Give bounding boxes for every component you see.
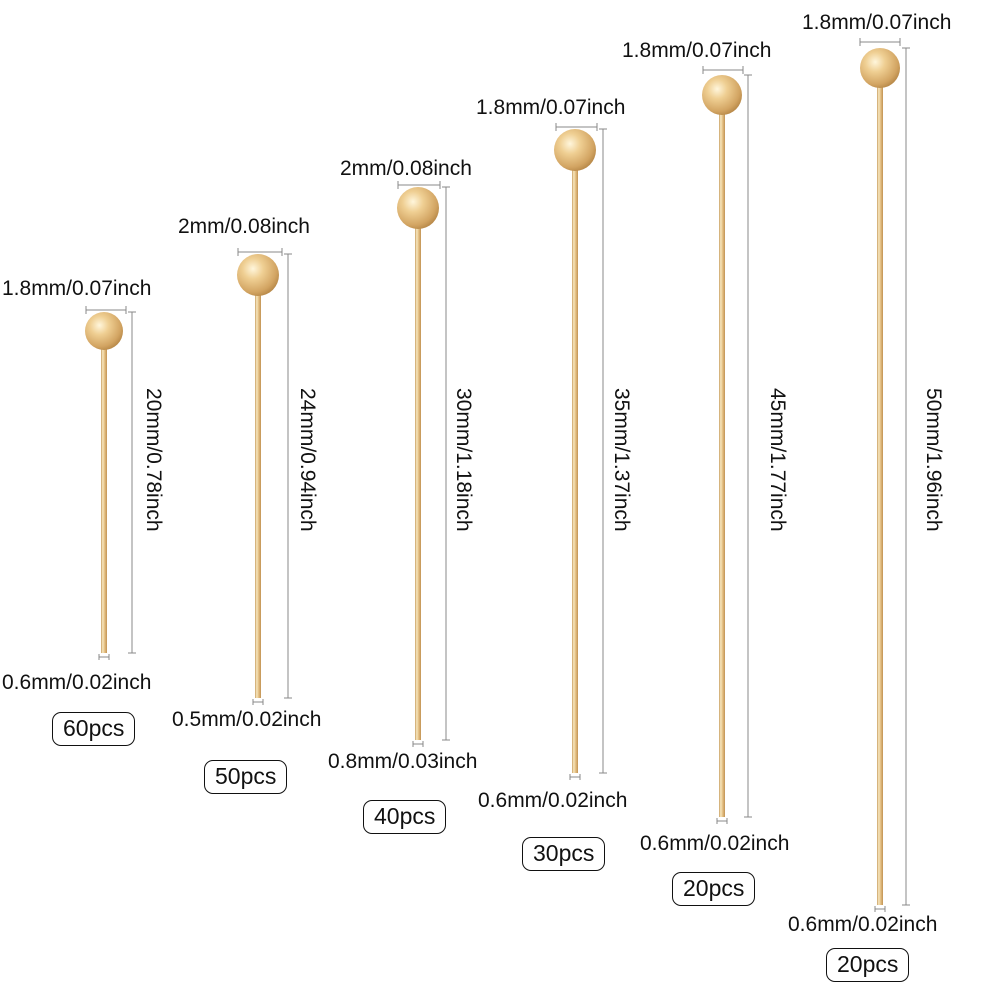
- wire-size-label-5: 0.6mm/0.02inch: [640, 832, 790, 855]
- quantity-badge-4: 30pcs: [522, 837, 606, 871]
- head-size-label-2: 2mm/0.08inch: [178, 215, 310, 238]
- head-size-label-4: 1.8mm/0.07inch: [476, 96, 626, 119]
- wire-size-label-3: 0.8mm/0.03inch: [328, 750, 478, 773]
- quantity-badge-6: 20pcs: [826, 948, 910, 982]
- wire-size-label-2: 0.5mm/0.02inch: [172, 708, 322, 731]
- pin-head-4: [554, 129, 596, 171]
- pin-shaft-3: [415, 208, 421, 740]
- wire-size-label-4: 0.6mm/0.02inch: [478, 789, 628, 812]
- pin-head-3: [397, 187, 439, 229]
- pin-shaft-4: [572, 150, 578, 773]
- wire-size-label-6: 0.6mm/0.02inch: [788, 913, 938, 936]
- pin-head-6: [860, 48, 900, 88]
- quantity-badge-1: 60pcs: [52, 712, 136, 746]
- pin-shaft-1: [101, 331, 107, 653]
- quantity-badge-2: 50pcs: [204, 760, 288, 794]
- pin-shaft-6: [877, 68, 883, 905]
- quantity-badge-3: 40pcs: [363, 800, 447, 834]
- quantity-badge-5: 20pcs: [672, 872, 756, 906]
- pin-head-2: [237, 254, 279, 296]
- length-label-6: 50mm/1.96inch: [922, 388, 945, 532]
- head-size-label-5: 1.8mm/0.07inch: [622, 39, 772, 62]
- pin-head-1: [85, 312, 123, 350]
- length-label-1: 20mm/0.78inch: [142, 388, 165, 532]
- pin-head-5: [702, 75, 742, 115]
- length-label-3: 30mm/1.18inch: [452, 388, 475, 532]
- pin-shaft-5: [719, 95, 725, 817]
- head-size-label-1: 1.8mm/0.07inch: [2, 277, 152, 300]
- pin-shaft-2: [255, 275, 261, 698]
- length-label-5: 45mm/1.77inch: [766, 388, 789, 532]
- length-label-4: 35mm/1.37inch: [610, 388, 633, 532]
- head-size-label-3: 2mm/0.08inch: [340, 157, 472, 180]
- head-size-label-6: 1.8mm/0.07inch: [802, 11, 952, 34]
- length-label-2: 24mm/0.94inch: [296, 388, 319, 532]
- wire-size-label-1: 0.6mm/0.02inch: [2, 671, 152, 694]
